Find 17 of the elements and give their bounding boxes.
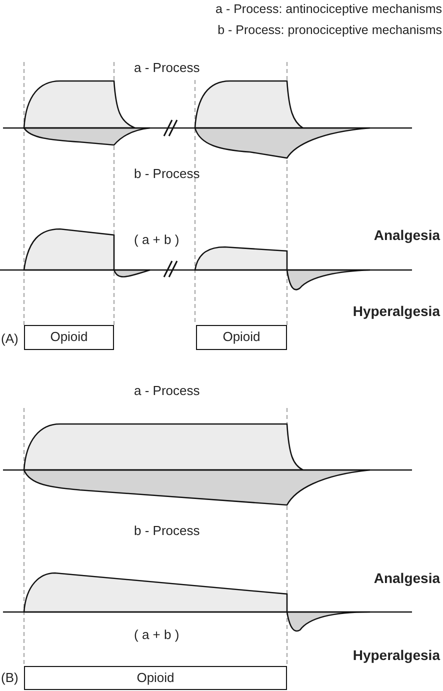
panel-label: (B) — [1, 670, 18, 685]
dose-bar: Opioid — [196, 325, 287, 350]
effect-label: Analgesia — [374, 228, 440, 243]
legend-text: a - Process: antinociceptive mechanisms — [216, 2, 442, 17]
process-label: a - Process — [134, 383, 200, 398]
process-label: a - Process — [134, 60, 200, 75]
dose-bar: Opioid — [24, 666, 287, 690]
process-label: ( a + b ) — [134, 232, 180, 247]
effect-label: Hyperalgesia — [352, 304, 440, 319]
effect-label: Hyperalgesia — [352, 648, 440, 663]
process-label: b - Process — [134, 166, 200, 181]
dose-bar: Opioid — [24, 325, 114, 350]
panel-label: (A) — [1, 331, 18, 346]
process-label: b - Process — [134, 523, 200, 538]
process-label: ( a + b ) — [134, 627, 180, 642]
legend-text: b - Process: pronociceptive mechanisms — [218, 23, 442, 38]
effect-label: Analgesia — [374, 571, 440, 586]
